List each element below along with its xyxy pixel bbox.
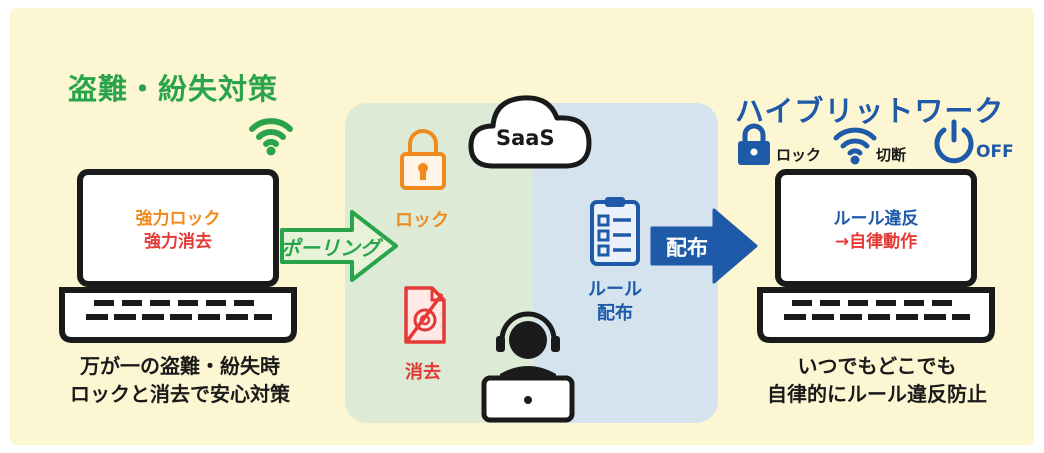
right-laptop-screen-text: ルール違反 →自律動作 — [780, 208, 972, 254]
hybrid-work-title: ハイブリットワーク — [735, 94, 1005, 128]
operator-icon — [481, 311, 575, 423]
polling-arrow — [280, 210, 398, 282]
lock-icon — [400, 129, 446, 190]
left-laptop-icon — [59, 169, 297, 343]
power-icon — [934, 119, 974, 164]
wifi-icon — [249, 118, 293, 156]
distribute-arrow — [650, 208, 758, 284]
polling-label: ポーリング — [280, 236, 380, 260]
right-laptop-icon — [757, 169, 995, 343]
rule-label-line1: ルール — [588, 279, 642, 300]
right-caption-line1: いつでもどこでも — [797, 354, 957, 378]
wifi-cut-icon — [833, 127, 877, 165]
checklist-icon — [590, 197, 640, 266]
right-caption: いつでもどこでも 自律的にルール違反防止 — [732, 352, 1022, 408]
erase-icon — [404, 286, 446, 344]
padlock-icon — [738, 123, 770, 165]
erase-label: 消去 — [405, 362, 441, 383]
lock-label: ロック — [395, 210, 449, 231]
left-caption-line1: 万が一の盗難・紛失時 — [80, 354, 280, 378]
distribute-label: 配布 — [666, 236, 708, 260]
cloud-icon — [468, 95, 592, 169]
strong-erase-text: 強力消去 — [144, 232, 212, 252]
cut-label: 切断 — [876, 146, 907, 164]
rule-label-line2: 配布 — [597, 303, 633, 324]
left-caption-line2: ロックと消去で安心対策 — [70, 382, 290, 406]
left-laptop-screen-text: 強力ロック 強力消去 — [82, 208, 274, 254]
saas-label: SaaS — [496, 126, 555, 150]
autonomous-action-text: →自律動作 — [834, 232, 918, 252]
off-label: OFF — [976, 142, 1014, 162]
rule-violation-text: ルール違反 — [833, 209, 919, 229]
theft-loss-title: 盗難・紛失対策 — [68, 72, 279, 106]
diagram-canvas: 盗難・紛失対策 強力ロック 強力消去 万が一の盗難・紛失時 ロックと消去で安心対… — [10, 8, 1034, 445]
rule-distribute-label: ルール 配布 — [584, 278, 646, 326]
right-lock-label: ロック — [776, 146, 822, 164]
left-caption: 万が一の盗難・紛失時 ロックと消去で安心対策 — [30, 352, 330, 408]
right-caption-line2: 自律的にルール違反防止 — [767, 382, 987, 406]
strong-lock-text: 強力ロック — [135, 209, 221, 229]
